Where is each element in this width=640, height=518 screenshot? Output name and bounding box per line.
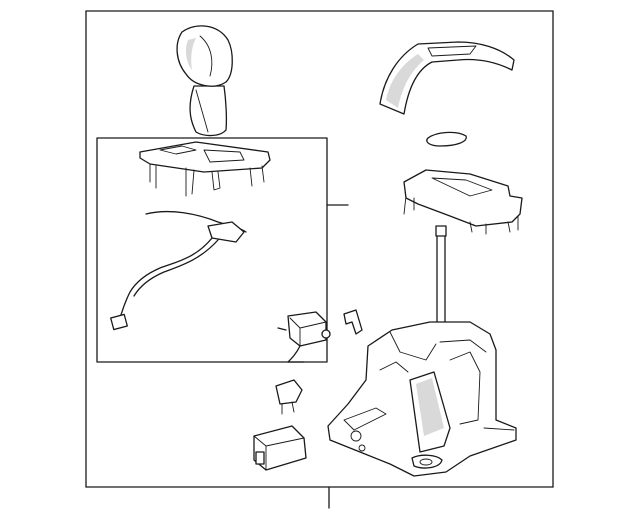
shift-lever-rod [435,225,447,323]
outer-frame [85,10,554,488]
shift-lock-solenoid [277,311,331,363]
indicator-bezel [139,141,271,197]
indicator-lens [426,131,467,147]
shifter-base-assembly [327,321,517,477]
control-module [253,425,307,471]
wire-harness [110,210,247,331]
retaining-clip [343,309,363,335]
inset-box [96,137,349,363]
shift-knob [176,25,233,137]
console-top-cover [379,41,515,115]
position-switch [275,379,303,415]
upper-housing [403,169,523,235]
